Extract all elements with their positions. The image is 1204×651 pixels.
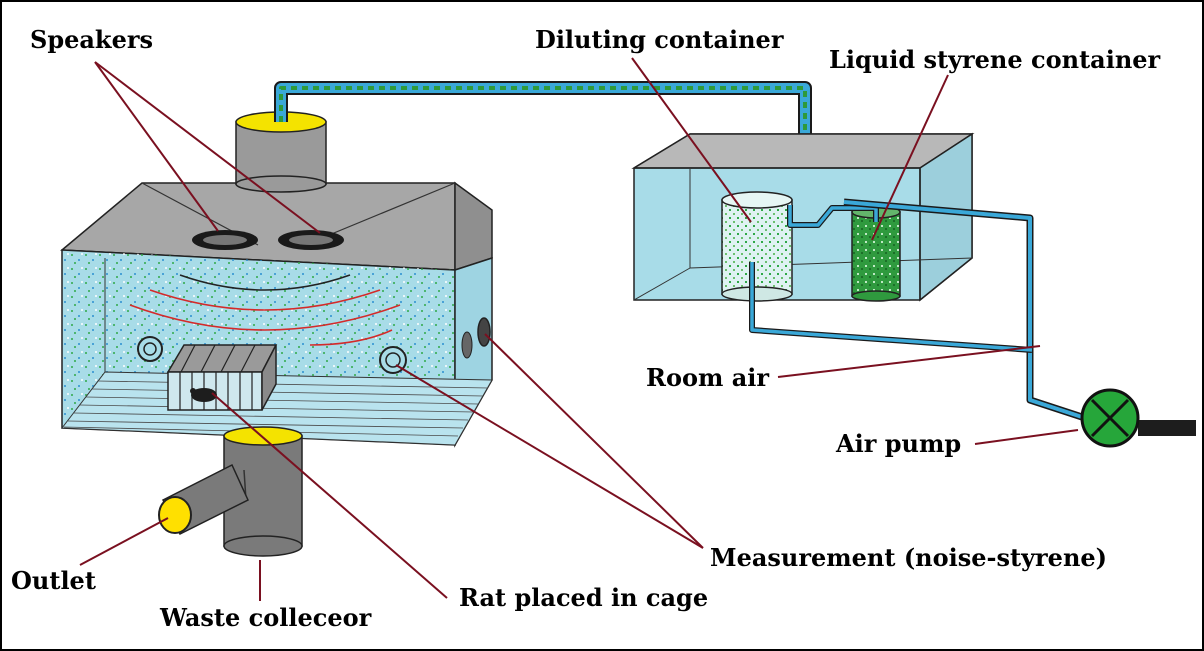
label-measurement: Measurement (noise-styrene) — [710, 543, 1107, 572]
leader-styrene — [871, 74, 949, 241]
rat-cage — [166, 344, 278, 411]
exposure-chamber — [60, 111, 493, 557]
leader-diluting — [631, 57, 752, 223]
waste-collector — [223, 426, 303, 557]
noise-waves — [129, 274, 401, 346]
leader-air-pump — [974, 429, 1079, 445]
leader-speakers-right — [94, 61, 321, 234]
rat — [191, 388, 217, 402]
measurement-port-left — [137, 336, 163, 362]
outlet-opening — [158, 496, 192, 534]
label-diluting-container: Diluting container — [535, 25, 784, 54]
leader-speakers-left — [94, 61, 219, 232]
chamber-roof-right — [454, 181, 493, 272]
leader-room-air — [777, 345, 1041, 378]
leader-outlet — [79, 517, 169, 566]
leader-measurement-2 — [484, 333, 704, 549]
container-box — [631, 132, 975, 302]
label-rat-cage: Rat placed in cage — [459, 583, 708, 612]
outlet-pipe — [158, 463, 249, 536]
label-air-pump: Air pump — [835, 429, 961, 458]
measurement-port-side — [477, 317, 491, 347]
label-liquid-styrene-container: Liquid styrene container — [829, 45, 1161, 74]
label-speakers: Speakers — [30, 25, 153, 54]
leader-lines — [79, 57, 1079, 601]
diluting-container — [721, 191, 793, 302]
leader-rat — [211, 392, 448, 599]
label-waste-collector: Waste colleceor — [159, 603, 372, 632]
label-outlet: Outlet — [11, 566, 96, 595]
air-line — [749, 198, 1084, 421]
air-pump — [1080, 388, 1196, 448]
leader-measurement-1 — [395, 364, 704, 549]
label-room-air: Room air — [646, 363, 769, 392]
